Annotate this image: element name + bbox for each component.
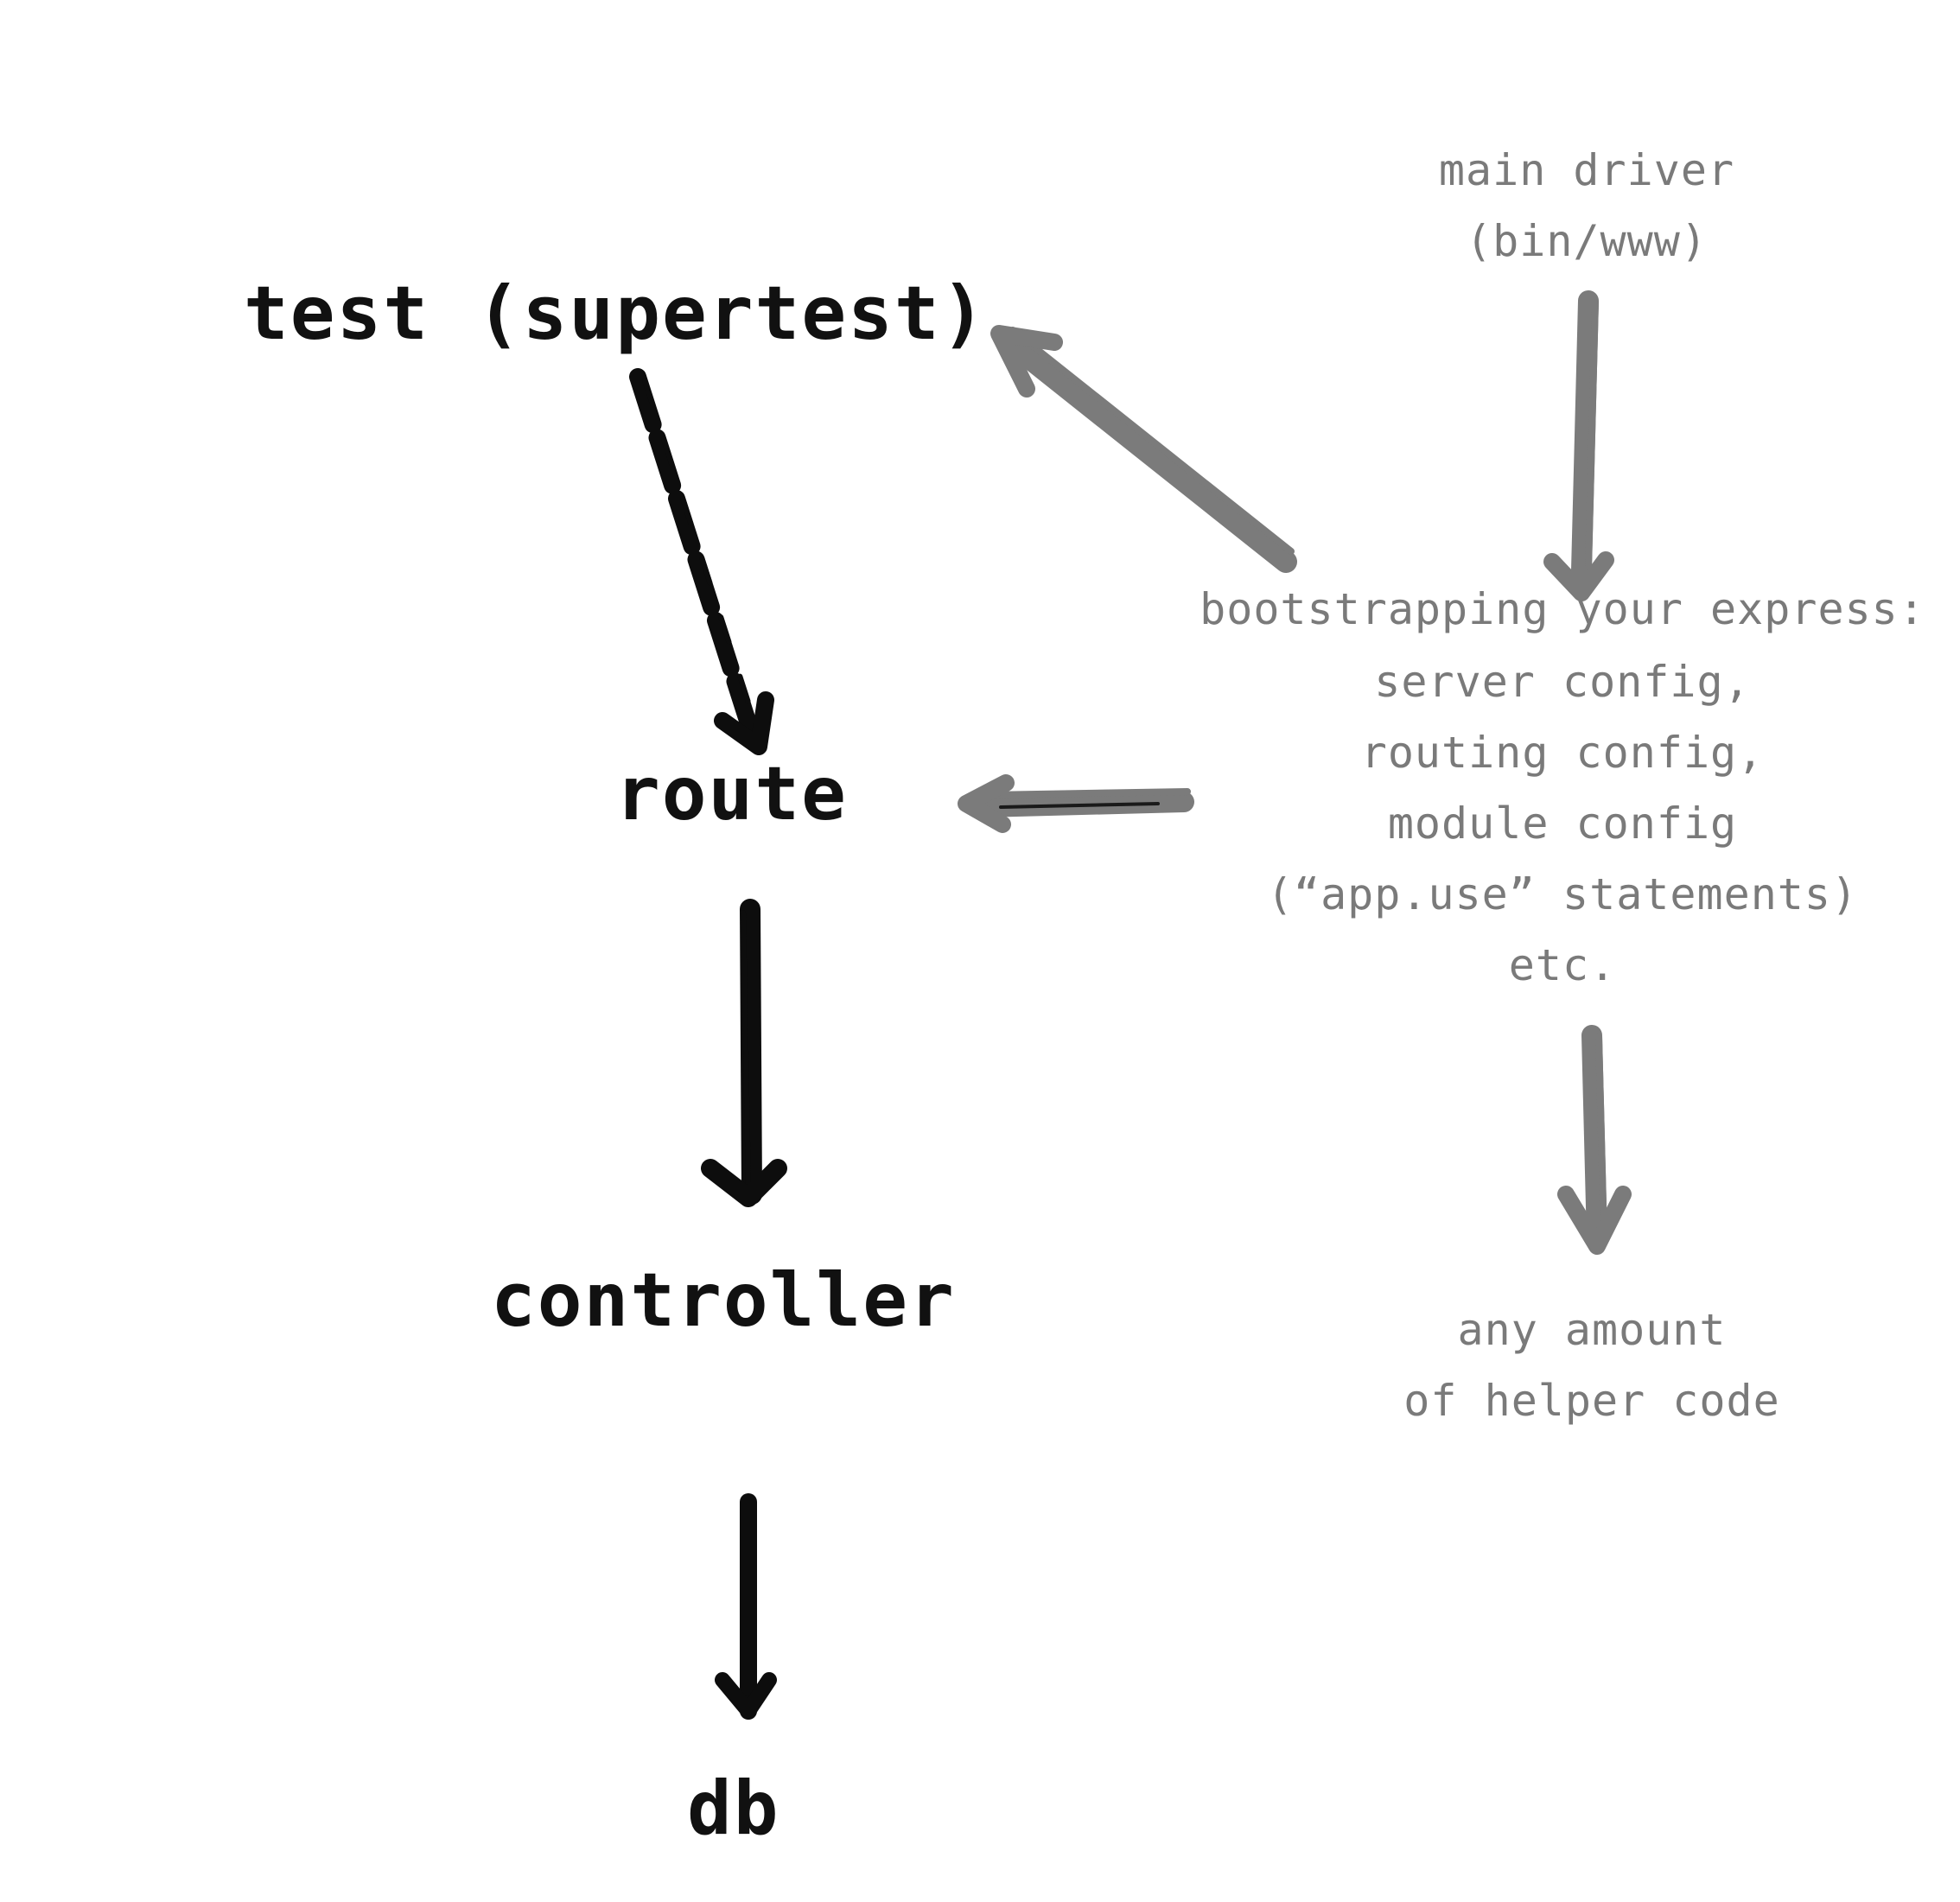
- arrow-bootstrapping-to-test: [990, 325, 1297, 573]
- helper-line-2: of helper code: [1403, 1376, 1779, 1426]
- arrow-controller-to-db: [715, 1493, 777, 1720]
- route-node-label: route: [615, 751, 848, 837]
- bootstrapping-line-5: (“app.use” statements): [1267, 869, 1858, 919]
- arrow-bootstrapping-to-helper: [1557, 1025, 1632, 1255]
- bootstrapping-line-2: server config,: [1374, 657, 1750, 707]
- arrow-bootstrapping-to-route-core: [999, 802, 1160, 809]
- main-driver-node: main driver (bin/www): [1439, 145, 1734, 266]
- main-driver-line-1: main driver: [1439, 145, 1734, 195]
- helper-code-node: any amount of helper code: [1403, 1305, 1779, 1426]
- db-node-label: db: [687, 1765, 780, 1852]
- arrow-test-to-route: [629, 368, 774, 755]
- controller-node-label: controller: [491, 1257, 956, 1344]
- bootstrapping-node: bootstrapping your express: server confi…: [1200, 584, 1925, 990]
- bootstrapping-line-4: module config: [1388, 798, 1737, 849]
- test-node-label: test (supertest): [244, 270, 987, 357]
- main-driver-line-2: (bin/www): [1466, 216, 1708, 266]
- arrow-main-driver-to-bootstrapping: [1543, 290, 1614, 601]
- helper-line-1: any amount: [1457, 1305, 1726, 1355]
- bootstrapping-line-1: bootstrapping your express:: [1200, 584, 1925, 634]
- bootstrapping-line-6: etc.: [1509, 940, 1616, 990]
- bootstrapping-line-3: routing config,: [1361, 728, 1765, 778]
- arrow-route-to-controller: [701, 899, 787, 1207]
